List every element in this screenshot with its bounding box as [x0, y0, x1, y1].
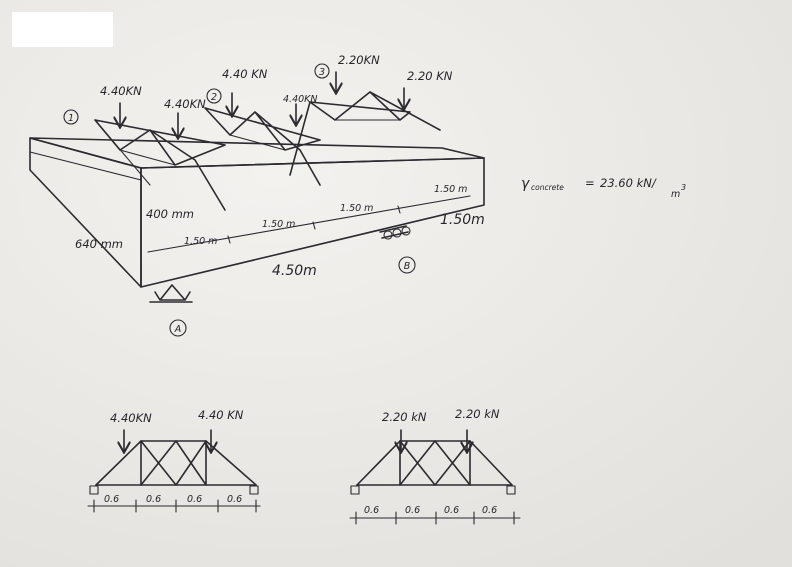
right-panel-4: 0.6	[482, 505, 497, 516]
unit-weight-unit: m	[671, 189, 680, 200]
truss-label-2: 2	[211, 92, 217, 103]
left-panel-2: 0.6	[146, 494, 161, 505]
left-truss-load-2: 4.40 KN	[198, 408, 244, 422]
support-a-label: A	[174, 324, 182, 335]
total-length-label: 4.50m	[272, 263, 317, 279]
right-truss-load-2: 2.20 kN	[455, 407, 500, 421]
span-label-2: 1.50 m	[262, 219, 295, 230]
truss-label-3-marker: 3	[314, 63, 330, 79]
load-label-5: 2.20KN	[338, 53, 380, 67]
support-a-pin: A	[149, 284, 193, 337]
load-label-4: 4.40KN	[283, 94, 318, 105]
truss-3	[289, 91, 441, 176]
right-panel-3: 0.6	[444, 505, 459, 516]
support-b-label: B	[404, 261, 411, 272]
truss-label-2-marker: 2	[206, 88, 222, 104]
unit-weight-note: γ concrete = 23.60 kN/ m 3	[521, 176, 686, 200]
support-b-roller: B	[379, 225, 416, 274]
span-label-1: 1.50 m	[184, 236, 217, 247]
truss-2	[204, 107, 321, 186]
span-label-3: 1.50 m	[340, 203, 373, 214]
redaction-box	[12, 12, 113, 47]
beam-end-face	[29, 137, 142, 288]
left-panel-1: 0.6	[104, 494, 119, 505]
span-dimension-line	[147, 195, 471, 253]
gamma-subscript: concrete	[531, 183, 564, 192]
right-panel-1: 0.6	[364, 505, 379, 516]
load-label-6: 2.20 KN	[407, 69, 453, 83]
truss-label-1-marker: 1	[63, 109, 79, 125]
gamma-symbol: γ	[521, 176, 530, 192]
left-truss-load-1: 4.40KN	[110, 411, 152, 425]
load-arrows-top	[120, 71, 404, 137]
truss-label-3: 3	[319, 67, 325, 78]
left-panel-4: 0.6	[227, 494, 242, 505]
truss-detail-left	[87, 429, 261, 513]
beam-inner-edge	[29, 151, 142, 181]
truss-detail-right	[349, 429, 521, 525]
right-panel-2: 0.6	[405, 505, 420, 516]
right-truss-load-1: 2.20 kN	[382, 410, 427, 424]
load-label-1: 4.40KN	[100, 84, 142, 98]
overhang-label: 1.50m	[440, 212, 485, 228]
beam-depth-label: 640 mm	[75, 237, 123, 251]
truss-label-1: 1	[68, 113, 74, 124]
unit-weight-power: 3	[681, 183, 686, 192]
load-label-3: 4.40 KN	[222, 67, 268, 81]
left-panel-3: 0.6	[187, 494, 202, 505]
load-label-2: 4.40KN	[164, 97, 206, 111]
equals-sign: =	[585, 176, 595, 190]
beam-width-label: 400 mm	[146, 207, 194, 221]
truss-1	[94, 119, 226, 211]
unit-weight-value: 23.60 kN/	[600, 176, 657, 190]
span-label-4: 1.50 m	[434, 184, 467, 195]
